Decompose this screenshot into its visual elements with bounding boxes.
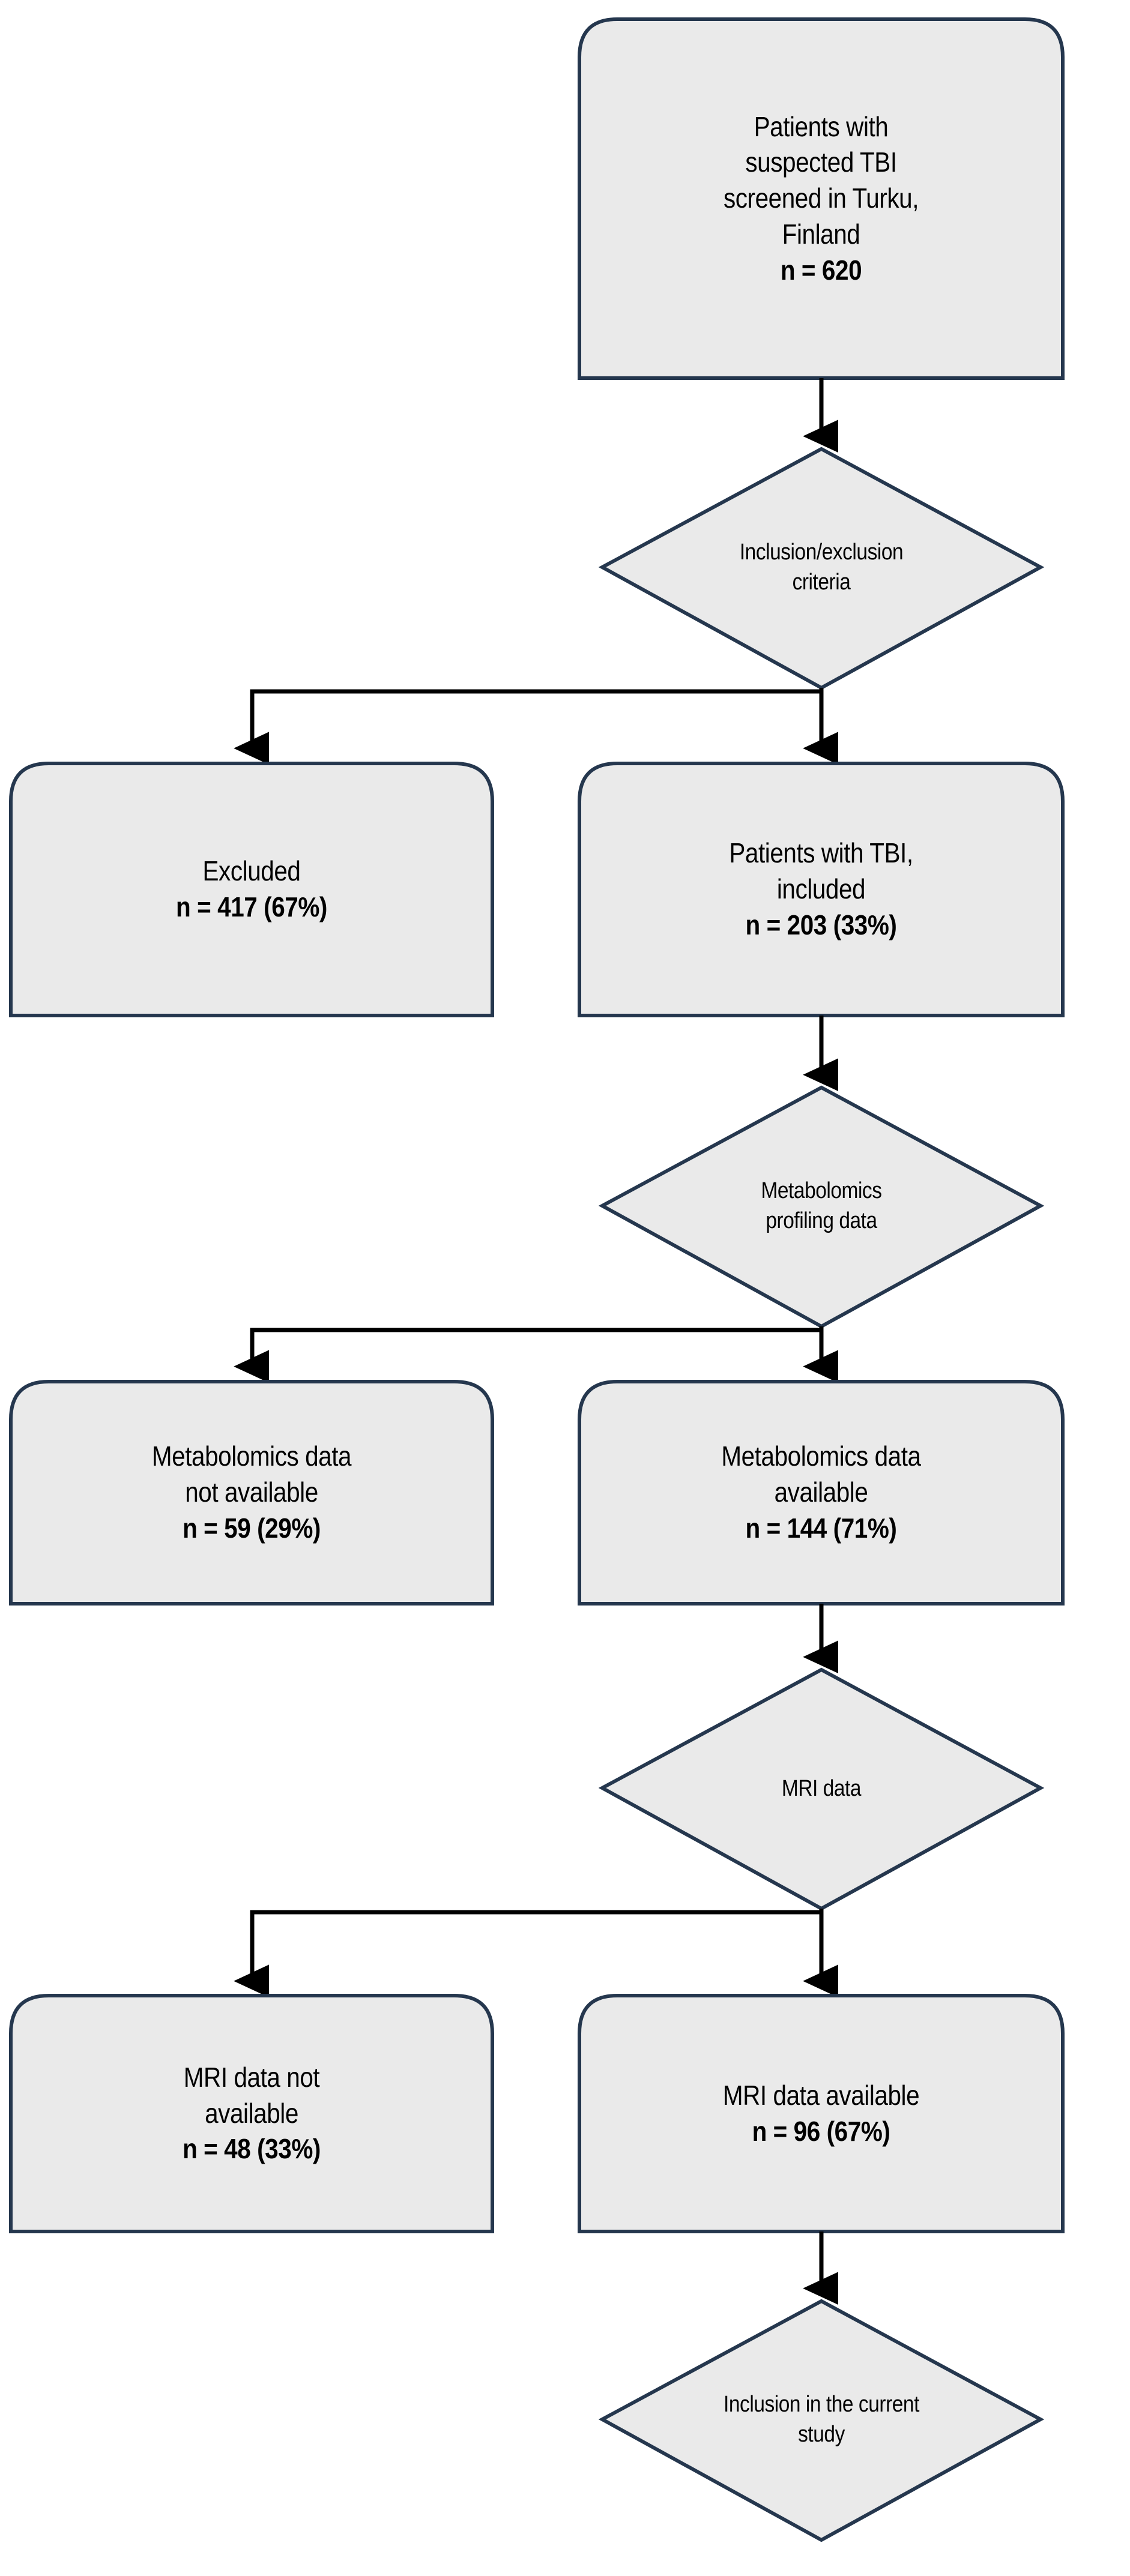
node-metabolomics-profiling-shape (598, 1085, 1045, 1329)
node-included-shape (578, 762, 1065, 1017)
edge-criteria-to-excluded (234, 688, 824, 765)
node-inclusion-current-study-shape (598, 2299, 1045, 2542)
node-screened-shape (578, 17, 1065, 380)
node-excluded-shape (9, 762, 494, 1017)
edge-mri-to-mri-not-available (234, 1909, 824, 1998)
node-mri-data-shape (598, 1667, 1045, 1911)
node-metabolomics-available-shape (578, 1380, 1065, 1605)
node-inclusion-criteria-shape (598, 447, 1045, 690)
node-mri-available-shape (578, 1994, 1065, 2233)
node-metabolomics-not-available-shape (9, 1380, 494, 1605)
node-mri-not-available-shape (9, 1994, 494, 2233)
edge-profiling-to-metabolomics-not-available (234, 1326, 824, 1383)
